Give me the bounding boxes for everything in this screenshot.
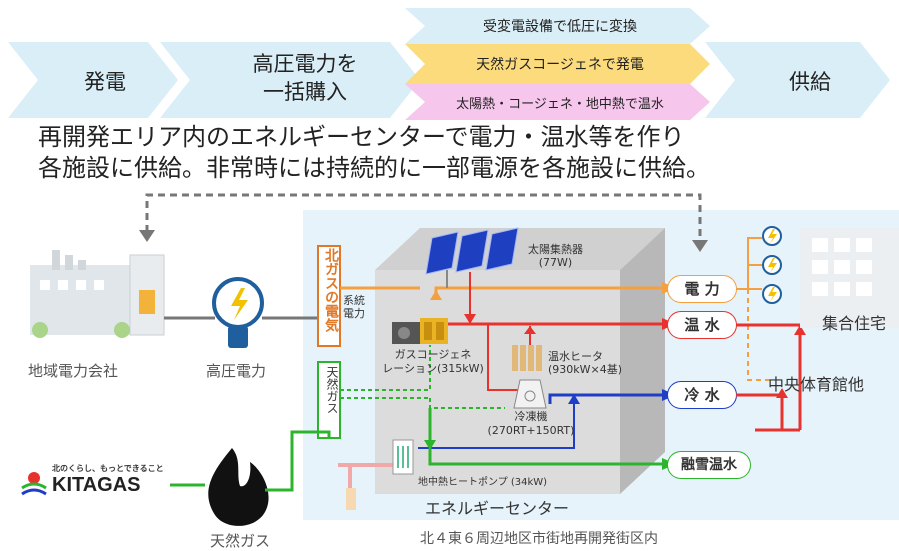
solar-capacity: (77W) — [538, 256, 573, 269]
flow-middle-3-bg — [405, 84, 710, 120]
north-gas-sign — [317, 245, 341, 347]
solar-panel-icon — [425, 227, 519, 288]
green-down-arrow — [424, 440, 436, 450]
center-box-side — [620, 228, 665, 494]
housing-label: 集合住宅 — [822, 314, 887, 333]
hot-to-chiller-line — [487, 324, 525, 391]
heatpump-to-cold-arrow — [568, 394, 580, 404]
center-box-front — [375, 270, 620, 494]
flow-middle-2: 天然ガスコージェネで発電 — [476, 57, 644, 73]
heater-label: 温水ヒータ (930kW×4基) — [548, 350, 622, 376]
natural-gas-label: 天然ガス — [210, 532, 271, 550]
center-box-top — [375, 228, 665, 270]
gas-line-up — [340, 345, 431, 391]
electricity-output: 電 力 — [668, 276, 736, 302]
cogen-line2: レーション(315kW) — [382, 362, 484, 375]
kitagas-logo-mark-icon — [21, 472, 47, 496]
emergency-arrow-right — [692, 240, 708, 252]
flow-chevrons — [8, 8, 890, 120]
energy-center-label: エネルギーセンター — [425, 499, 570, 518]
emergency-arrow-left — [139, 230, 155, 242]
solar-down-arrow — [464, 314, 476, 324]
flow-middle-1: 受変電設備で低圧に変換 — [483, 19, 637, 35]
bulb-icon — [212, 277, 264, 348]
electric-up-arrow — [430, 290, 442, 300]
grid-power-label: 系統 電力 — [343, 294, 365, 320]
heat-pump-coil-icon — [397, 446, 409, 468]
footer-area-label: 北４東６周辺地区市街地再開発街区内 — [420, 531, 658, 547]
description: 再開発エリア内のエネルギーセンターで電力・温水等を作り 各施設に供給。非常時には… — [38, 122, 710, 184]
elec-to-gym — [747, 289, 770, 381]
kitagas-logo-text: KITAGAS — [52, 474, 141, 496]
description-line2: 各施設に供給。非常時には持続的に一部電源を各施設に供給。 — [38, 154, 710, 182]
chiller-name: 冷凍機 — [514, 410, 548, 423]
cogen-label: ガスコージェネ レーション(315kW) — [378, 348, 488, 376]
chiller-fan-icon — [524, 390, 536, 402]
gas-line-pipe — [265, 430, 331, 492]
cogen-line1: ガスコージェネ — [394, 348, 472, 361]
flow-step-purchase-line1: 高圧電力を — [252, 52, 358, 76]
flow-step-generation: 発電 — [84, 70, 126, 94]
description-line1: 再開発エリア内のエネルギーセンターで電力・温水等を作り — [38, 123, 685, 151]
small-bulb-icons — [762, 226, 782, 304]
grid-power-line2: 電力 — [343, 307, 365, 320]
heater-up-arrow — [524, 326, 536, 334]
power-company-icon — [30, 250, 165, 338]
chiller-label: 冷凍機 (270RT+150RT) — [476, 410, 586, 438]
solar-label: 太陽集熱器 (77W) — [528, 243, 583, 269]
housing-building-icon — [800, 228, 899, 328]
elec-to-housing — [736, 237, 762, 290]
heatpump-to-cold-line — [418, 402, 575, 449]
hot-water-output: 温 水 — [668, 312, 736, 338]
snow-melt-line — [428, 408, 668, 466]
high-voltage-label: 高圧電力 — [206, 362, 267, 380]
ground-well-icon — [346, 488, 356, 510]
power-company-label: 地域電力会社 — [28, 362, 119, 380]
grid-power-line1: 系統 — [343, 294, 365, 307]
gym-label: 中央体育館他 — [768, 375, 865, 394]
logo-tagline: 北のくらし、もっとできること — [52, 464, 164, 473]
gas-pipe-label: 天然ガス — [325, 366, 339, 414]
cogen-engine-icon — [392, 318, 448, 344]
solar-name: 太陽集熱器 — [528, 243, 583, 256]
heater-name: 温水ヒータ — [548, 350, 603, 363]
flow-middle-1-bg — [405, 8, 710, 44]
flow-step-purchase-line2: 一括購入 — [263, 80, 347, 104]
chevron-generation — [8, 42, 178, 118]
cold-water-output: 冷 水 — [668, 382, 736, 408]
chiller-capacity: (270RT+150RT) — [487, 424, 575, 437]
north-gas-vertical: 北ガスの電気 — [323, 248, 339, 332]
flame-icon — [208, 448, 269, 526]
chiller-icon — [513, 379, 547, 409]
flow-middle-3: 太陽熱・コージェネ・地中熱で温水 — [456, 97, 664, 112]
flow-step-supply: 供給 — [789, 70, 831, 94]
emergency-dashed-line — [145, 193, 702, 240]
heat-pump-label: 地中熱ヒートポンプ (34kW) — [418, 477, 548, 488]
flow-middle-2-bg — [405, 44, 710, 84]
flow-step-purchase: 高圧電力を 一括購入 — [210, 50, 400, 106]
heater-capacity: (930kW×4基) — [548, 363, 623, 376]
cold-water-line — [548, 393, 668, 404]
chevron-purchase — [160, 42, 420, 118]
chevron-supply — [705, 42, 890, 118]
water-heater-icon — [512, 345, 542, 371]
snow-melt-output: 融雪温水 — [668, 452, 750, 478]
